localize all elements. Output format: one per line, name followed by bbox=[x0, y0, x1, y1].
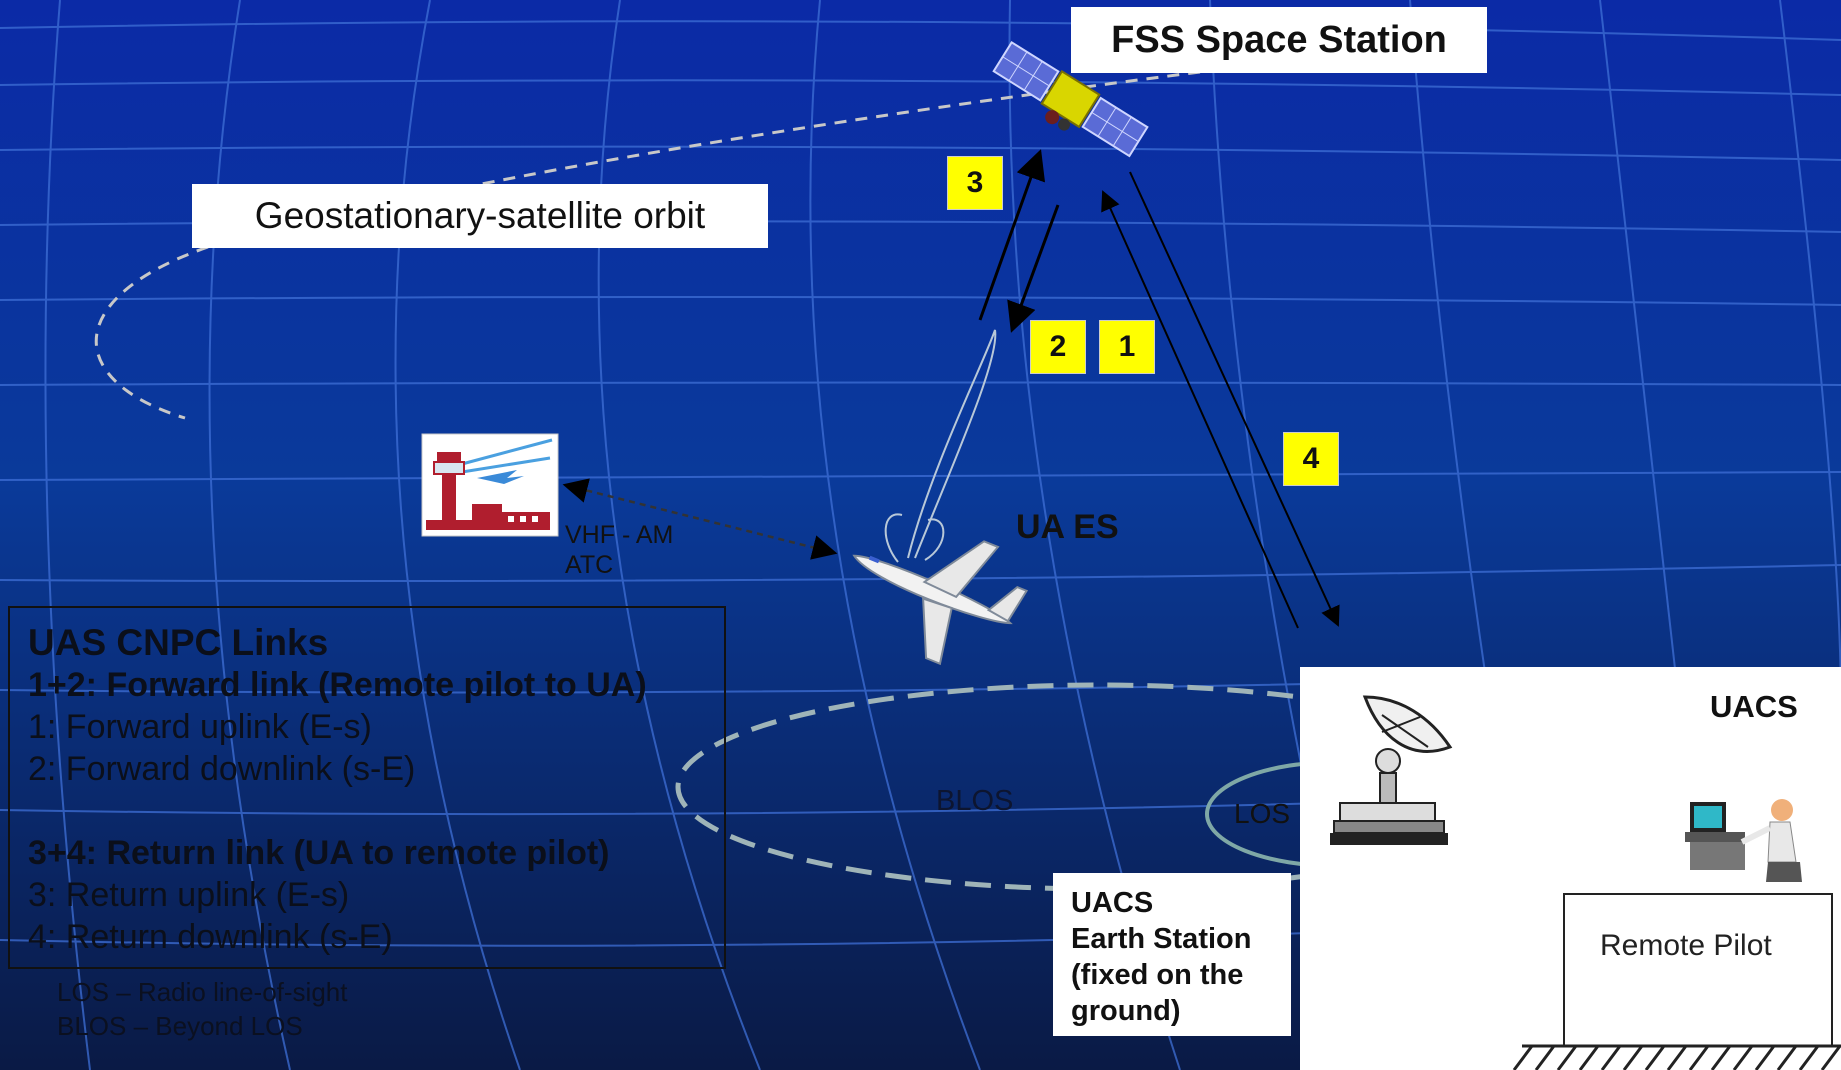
footnote-los: LOS – Radio line-of-sight bbox=[57, 977, 348, 1007]
legend-heading: UAS CNPC Links bbox=[28, 622, 329, 663]
legend-gap bbox=[28, 790, 706, 832]
control-tower-icon bbox=[421, 433, 559, 537]
atc-label: ATC bbox=[565, 551, 614, 579]
link-number-2: 2 bbox=[1030, 320, 1086, 374]
uacs-earth-station-label: UACS Earth Station (fixed on the ground) bbox=[1053, 873, 1291, 1036]
legend-return-uplink: 3: Return uplink (E-s) bbox=[28, 876, 350, 914]
link-3-arrow bbox=[978, 149, 1046, 321]
pilot-workstation-icon bbox=[1685, 799, 1802, 882]
earth-station-line-2: Earth Station bbox=[1071, 923, 1252, 955]
link-number-4: 4 bbox=[1283, 432, 1339, 486]
link-number-1: 1 bbox=[1099, 320, 1155, 374]
cnpc-links-legend: UAS CNPC Links 1+2: Forward link (Remote… bbox=[8, 606, 726, 969]
legend-forward-link: 1+2: Forward link (Remote pilot to UA) bbox=[28, 666, 647, 704]
dish-antenna-icon bbox=[1330, 695, 1453, 845]
vhf-am-label: VHF - AM bbox=[565, 521, 674, 549]
los-label: LOS bbox=[1234, 798, 1291, 829]
earth-station-line-1: UACS bbox=[1071, 887, 1154, 919]
legend-return-downlink: 4: Return downlink (s-E) bbox=[28, 918, 393, 956]
link-number-3: 3 bbox=[947, 156, 1003, 210]
fss-space-station-title: FSS Space Station bbox=[1071, 7, 1487, 73]
remote-pilot-desk bbox=[1563, 893, 1833, 1047]
footnote-blos: BLOS – Beyond LOS bbox=[57, 1011, 303, 1041]
link-2-arrow bbox=[1007, 204, 1060, 333]
remote-pilot-label: Remote Pilot bbox=[1600, 929, 1772, 962]
vhf-atc-link bbox=[562, 478, 838, 560]
ua-es-label: UA ES bbox=[1016, 508, 1119, 546]
earth-station-line-4: ground) bbox=[1071, 995, 1181, 1027]
uacs-panel: UACS Remote Pilot bbox=[1300, 667, 1841, 1070]
orbit-label: Geostationary-satellite orbit bbox=[192, 184, 768, 248]
ground-hatch bbox=[1512, 1044, 1841, 1070]
satellite-icon bbox=[992, 40, 1149, 158]
uacs-label: UACS bbox=[1710, 689, 1798, 724]
link-1-arrow bbox=[1101, 190, 1299, 629]
legend-forward-uplink: 1: Forward uplink (E-s) bbox=[28, 708, 372, 746]
airplane-icon bbox=[852, 540, 1029, 666]
earth-station-line-3: (fixed on the bbox=[1071, 959, 1244, 991]
antenna-beam bbox=[884, 329, 997, 563]
legend-forward-downlink: 2: Forward downlink (s-E) bbox=[28, 750, 416, 788]
blos-label: BLOS bbox=[936, 785, 1014, 817]
link-4-arrow bbox=[1129, 171, 1340, 627]
legend-return-link: 3+4: Return link (UA to remote pilot) bbox=[28, 834, 610, 872]
